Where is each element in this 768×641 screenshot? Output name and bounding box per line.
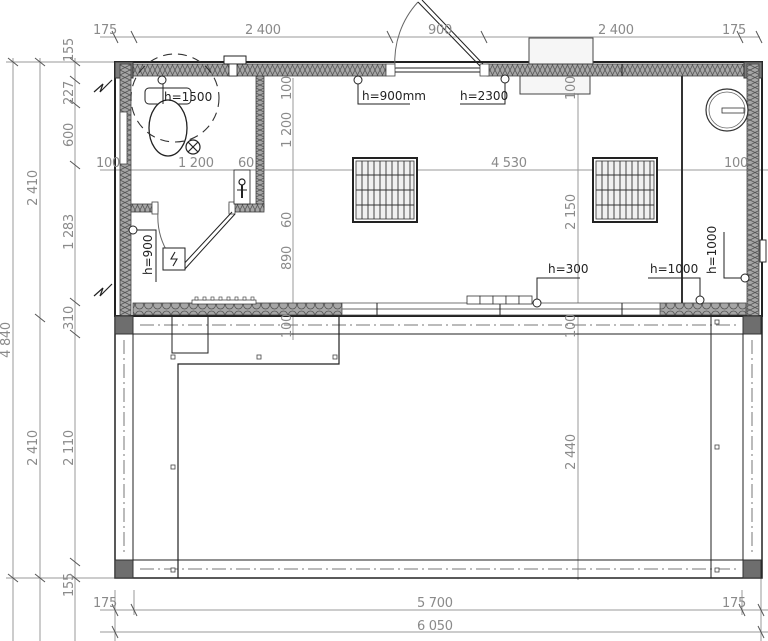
ceiling-light-icon	[592, 157, 658, 223]
height-annotations: h=1500 h=900mm h=2300 h=900 h=300 h=1000…	[141, 89, 719, 276]
note-h900mm: h=900mm	[362, 89, 426, 103]
dim-top-175-left: 175	[93, 23, 117, 38]
radiator-main-icon	[466, 295, 533, 305]
dim-int-v-2440: 2 440	[564, 434, 579, 470]
dim-int-v-100-a: 100	[280, 76, 295, 100]
lower-module	[114, 315, 763, 579]
note-h900: h=900	[141, 234, 155, 275]
cable-entry-icon	[93, 79, 113, 93]
dim-left-2410-upper: 2 410	[26, 170, 41, 206]
dim-int-v-890: 890	[280, 246, 295, 270]
dim-int-100-left: 100	[96, 156, 120, 171]
dim-int-60: 60	[238, 156, 254, 171]
towel-holder-icon	[233, 169, 251, 205]
dim-left-2110: 2 110	[62, 430, 77, 466]
cable-entry-icon	[93, 283, 113, 297]
dim-left-1283: 1 283	[62, 214, 77, 250]
note-h300: h=300	[548, 262, 589, 276]
dim-int-100-right: 100	[724, 156, 748, 171]
note-h1000-vertical: h=1000	[705, 226, 719, 274]
dim-left-600: 600	[62, 123, 77, 147]
dim-left-2410-lower: 2 410	[26, 430, 41, 466]
dim-bottom-5700: 5 700	[417, 596, 453, 611]
dim-int-v-100-c: 100	[564, 76, 579, 100]
dim-top-900-door: 900	[428, 23, 452, 38]
entry-door	[385, 0, 490, 77]
dim-left-227: 227	[62, 81, 77, 105]
note-h1000: h=1000	[650, 262, 698, 276]
dim-int-v-100-d: 100	[564, 314, 579, 338]
socket-icons	[128, 74, 750, 308]
dim-left-155-top: 155	[62, 38, 77, 62]
dim-top-2400-left: 2 400	[245, 23, 281, 38]
dim-int-v-60: 60	[280, 212, 295, 228]
dim-top-2400-right: 2 400	[598, 23, 634, 38]
floor-drain-icon	[185, 139, 201, 155]
washbasin-icon	[705, 88, 749, 132]
toilet-icon	[130, 53, 220, 157]
dim-bottom-175-right: 175	[722, 596, 746, 611]
dim-left-4840: 4 840	[0, 322, 14, 358]
radiator-icon	[191, 296, 257, 305]
dim-bottom-6050: 6 050	[417, 619, 453, 634]
dimension-labels: 175 2 400 900 2 400 175 4 840 2 410 2 41…	[0, 23, 748, 634]
dim-int-v-2150: 2 150	[564, 194, 579, 230]
dim-left-310: 310	[62, 306, 77, 330]
electrical-panel-icon	[162, 247, 186, 271]
dim-int-v-100-b: 100	[280, 314, 295, 338]
dim-int-1200: 1 200	[178, 156, 214, 171]
dim-int-4530: 4 530	[491, 156, 527, 171]
dim-bottom-175-left: 175	[93, 596, 117, 611]
dim-top-175-right: 175	[722, 23, 746, 38]
note-h2300: h=2300	[460, 89, 508, 103]
ceiling-light-icon	[352, 157, 418, 223]
note-h1500: h=1500	[164, 90, 212, 104]
dim-int-v-1200: 1 200	[280, 112, 295, 148]
dim-left-155-bottom: 155	[62, 573, 77, 597]
upper-module	[93, 0, 767, 317]
